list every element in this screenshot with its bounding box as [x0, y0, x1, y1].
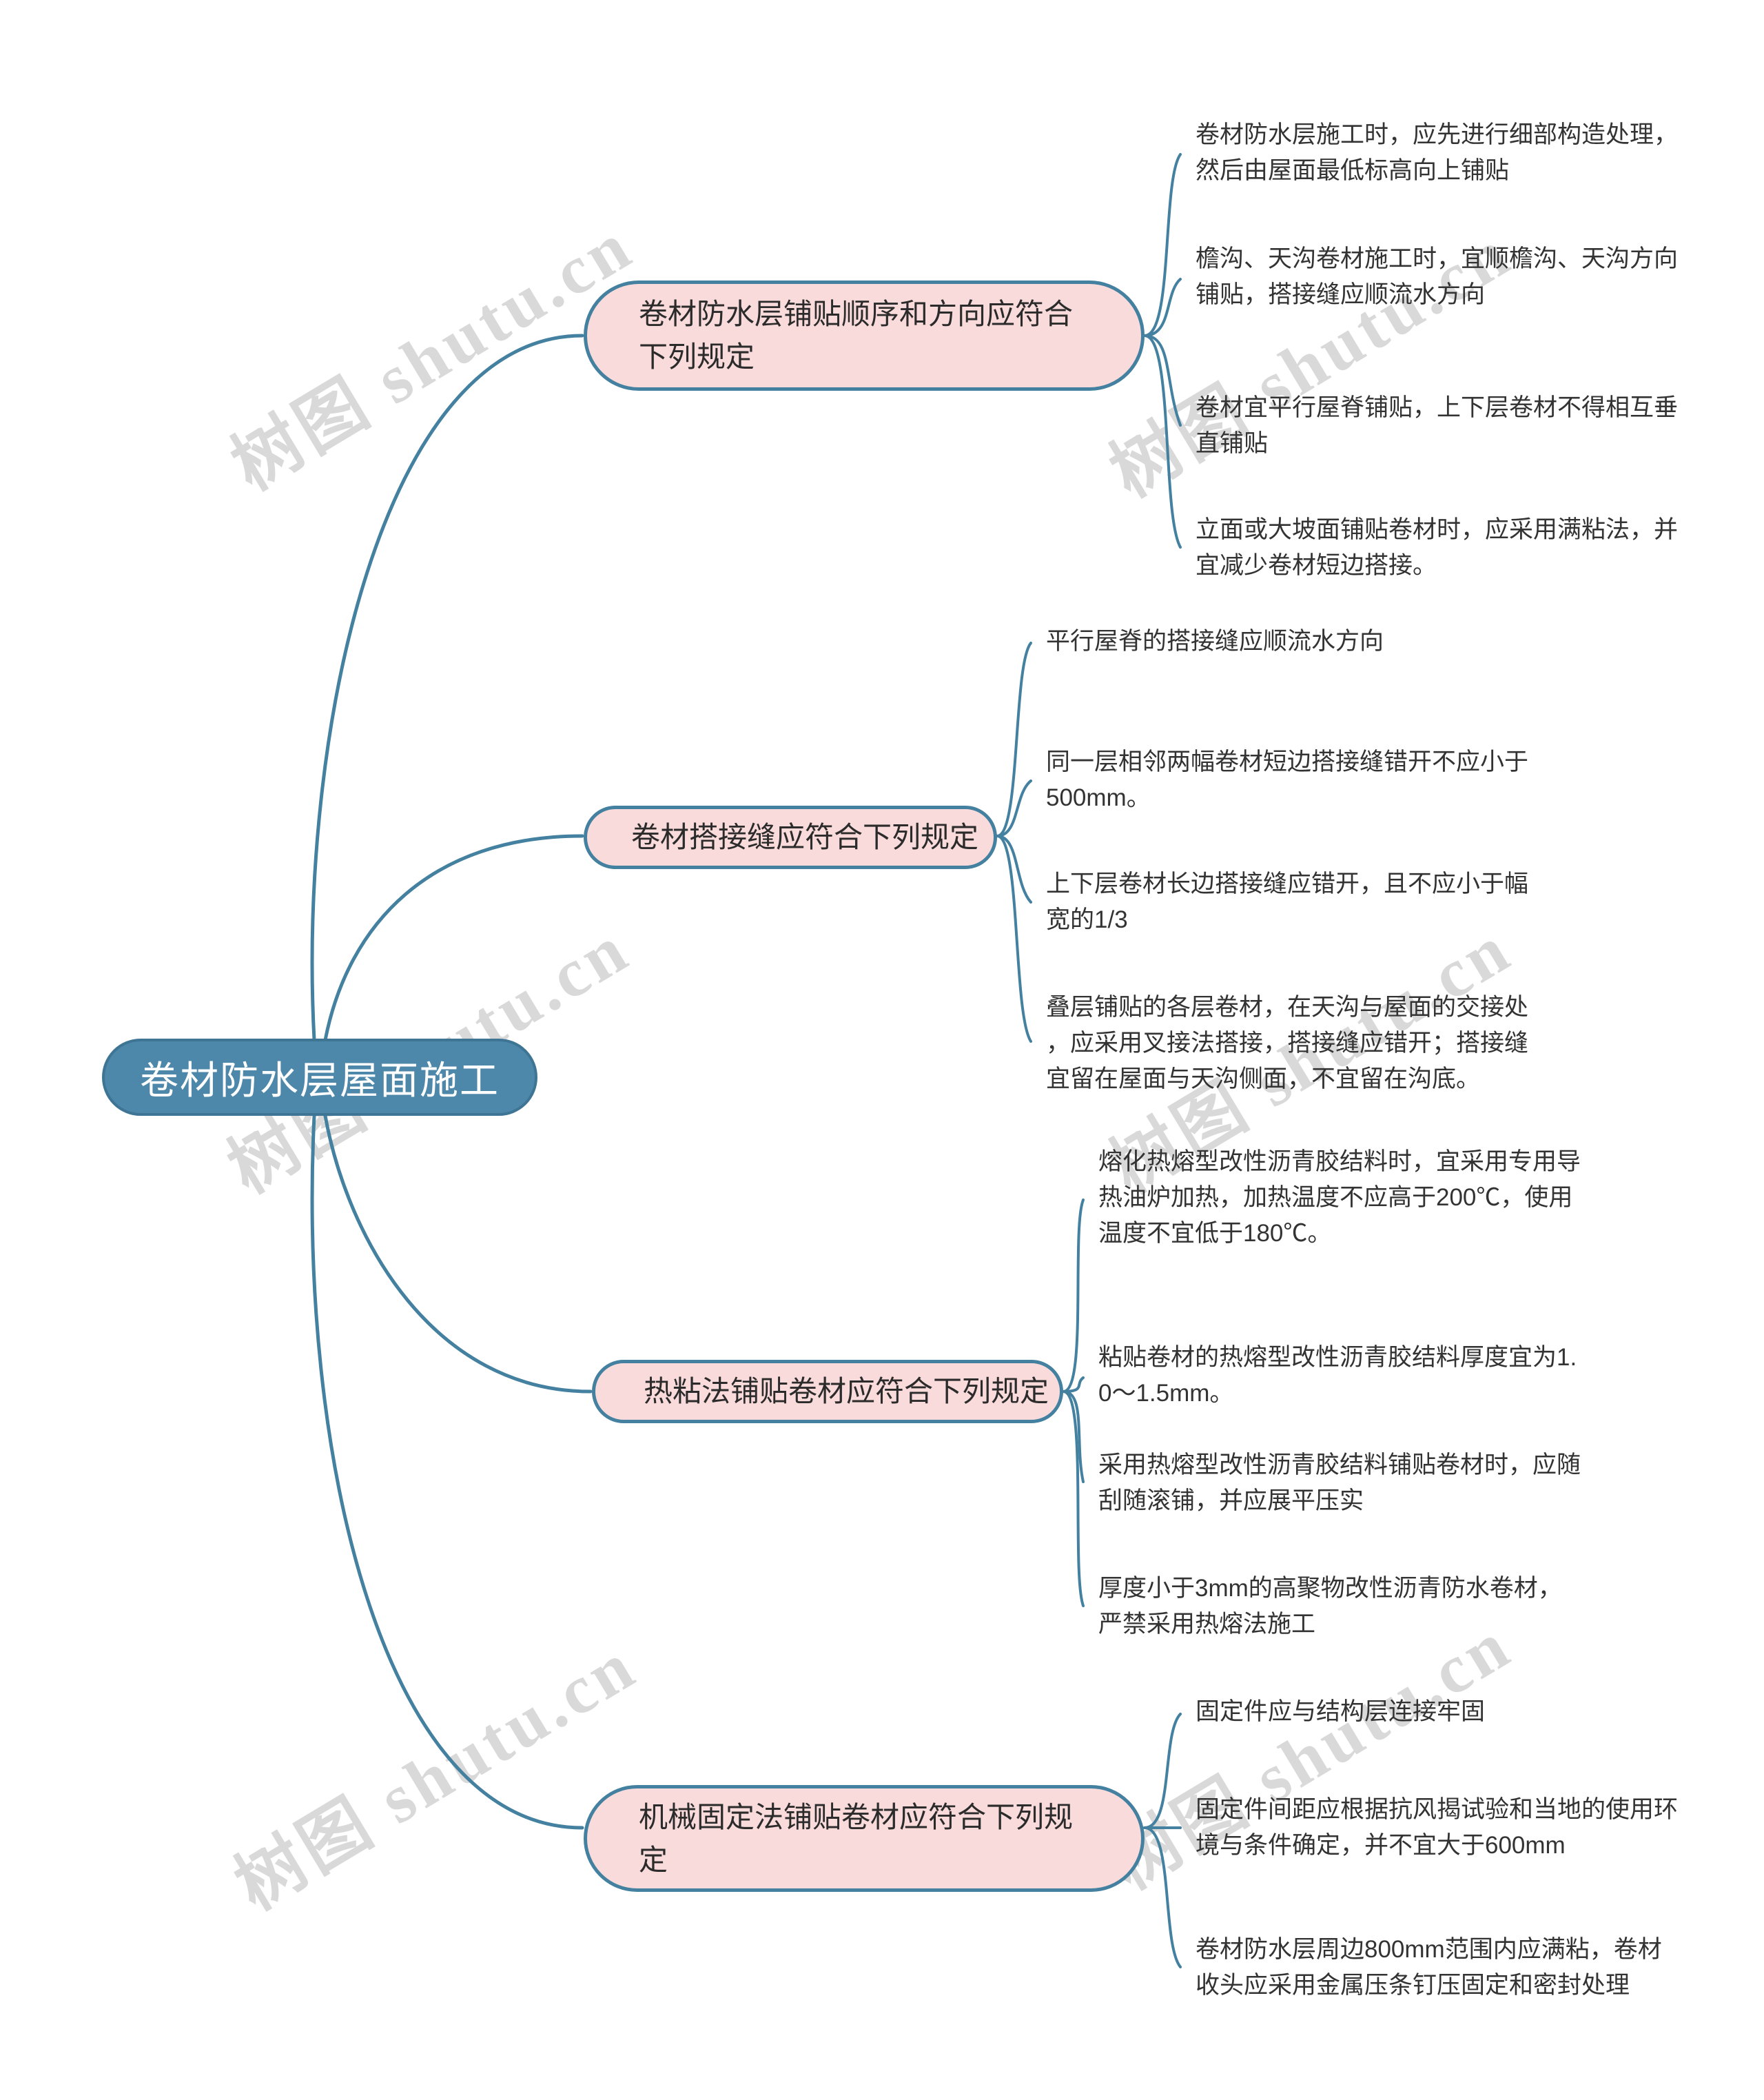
- connector-root-branch-3: [323, 1114, 593, 1394]
- root-node[interactable]: 卷材防水层屋面施工: [102, 1039, 537, 1116]
- leaf-node-3-4[interactable]: 厚度小于3mm的高聚物改性沥青防水卷材， 严禁采用热熔法施工: [1098, 1575, 1562, 1638]
- connector-branch3-leaf3: [1062, 1390, 1085, 1483]
- leaf-node-2-1[interactable]: 平行屋脊的搭接缝应顺流水方向: [1046, 628, 1384, 655]
- connector-branch1-leaf3: [1143, 334, 1182, 427]
- connector-root-branch-4: [310, 1114, 584, 1830]
- leaf-node-3-3[interactable]: 采用热熔型改性沥青胶结料铺贴卷材时，应随 刮随滚铺，并应展平压实: [1098, 1451, 1581, 1514]
- connector-branch1-leaf2: [1143, 278, 1182, 337]
- leaf-node-1-4[interactable]: 立面或大坡面铺贴卷材时，应采用满粘法，并 宜减少卷材短边搭接。: [1196, 516, 1679, 579]
- connector-root-branch-1: [310, 334, 584, 1042]
- leaf-node-2-2[interactable]: 同一层相邻两幅卷材短边搭接缝错开不应小于 500mm。: [1046, 748, 1529, 811]
- branch-node-4[interactable]: 机械固定法铺贴卷材应符合下列规 定: [584, 1785, 1145, 1892]
- leaf-node-1-1[interactable]: 卷材防水层施工时，应先进行细部构造处理， 然后由屋面最低标高向上铺贴: [1196, 121, 1679, 184]
- connector-branch1-leaf1: [1143, 153, 1182, 337]
- connector-branch4-leaf1: [1143, 1713, 1182, 1829]
- leaf-node-4-2[interactable]: 固定件间距应根据抗风揭试验和当地的使用环 境与条件确定，并不宜大于600mm: [1196, 1796, 1679, 1859]
- connector-branch2-leaf3: [996, 835, 1032, 904]
- leaf-node-2-3[interactable]: 上下层卷材长边搭接缝应错开，且不应小于幅 宽的1/3: [1046, 870, 1529, 933]
- leaf-node-1-2[interactable]: 檐沟、天沟卷材施工时，宜顺檐沟、天沟方向 铺贴，搭接缝应顺流水方向: [1196, 245, 1679, 308]
- branch-node-3[interactable]: 热粘法铺贴卷材应符合下列规定: [592, 1360, 1063, 1423]
- leaf-node-1-3[interactable]: 卷材宜平行屋脊铺贴，上下层卷材不得相互垂 直铺贴: [1196, 394, 1679, 457]
- leaf-node-3-1[interactable]: 熔化热熔型改性沥青胶结料时，宜采用专用导 热油炉加热，加热温度不应高于200℃，…: [1098, 1148, 1581, 1247]
- leaf-node-4-3[interactable]: 卷材防水层周边800mm范围内应满粘，卷材 收头应采用金属压条钉压固定和密封处理: [1196, 1936, 1662, 1999]
- connector-branch2-leaf4: [996, 835, 1032, 1043]
- branch-node-2[interactable]: 卷材搭接缝应符合下列规定: [584, 806, 997, 869]
- branch-node-1[interactable]: 卷材防水层铺贴顺序和方向应符合 下列规定: [584, 281, 1145, 391]
- connector-branch3-leaf4: [1062, 1390, 1085, 1607]
- connector-branch3-leaf1: [1062, 1199, 1085, 1393]
- connector-branch2-leaf2: [996, 779, 1032, 837]
- leaf-node-3-2[interactable]: 粘贴卷材的热熔型改性沥青胶结料厚度宜为1. 0～1.5mm。: [1098, 1344, 1577, 1407]
- connector-branch2-leaf1: [996, 642, 1032, 837]
- leaf-node-2-4[interactable]: 叠层铺贴的各层卷材，在天沟与屋面的交接处 ，应采用叉接法搭接，搭接缝应错开；搭接…: [1046, 994, 1529, 1092]
- connector-branch1-leaf4: [1143, 334, 1182, 549]
- connector-branch4-leaf3: [1143, 1826, 1182, 1968]
- leaf-node-4-1[interactable]: 固定件应与结构层连接牢固: [1196, 1698, 1486, 1725]
- connector-root-branch-2: [323, 834, 584, 1042]
